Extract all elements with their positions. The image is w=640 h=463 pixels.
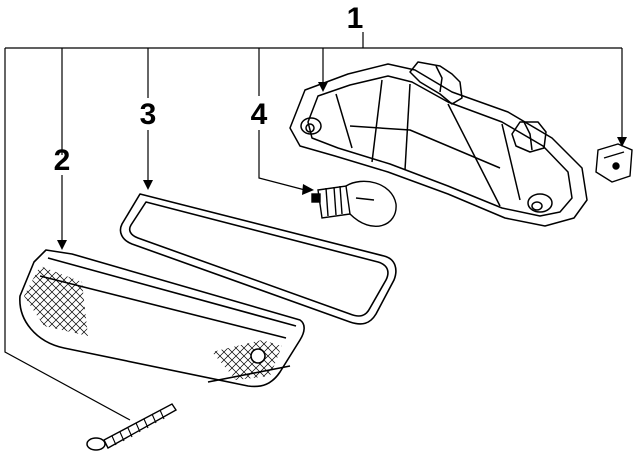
bulb — [311, 180, 397, 228]
arrowhead-bulb — [302, 184, 314, 195]
arrowheads — [57, 82, 627, 250]
arrowhead-clip — [617, 137, 627, 147]
lens — [19, 249, 305, 388]
arrowhead-gasket — [143, 180, 153, 190]
gasket — [119, 193, 397, 325]
callout-4: 4 — [251, 98, 268, 131]
callout-3: 3 — [140, 98, 157, 131]
mounting-clip — [595, 143, 633, 183]
leader-4-lower — [258, 130, 306, 191]
screw — [86, 403, 178, 451]
arrowhead-lens — [57, 240, 67, 250]
leader-screw — [4, 48, 131, 421]
callout-2: 2 — [54, 144, 71, 177]
leader-lines — [4, 32, 623, 421]
callout-1: 1 — [347, 2, 364, 35]
lamp-housing — [289, 61, 588, 227]
